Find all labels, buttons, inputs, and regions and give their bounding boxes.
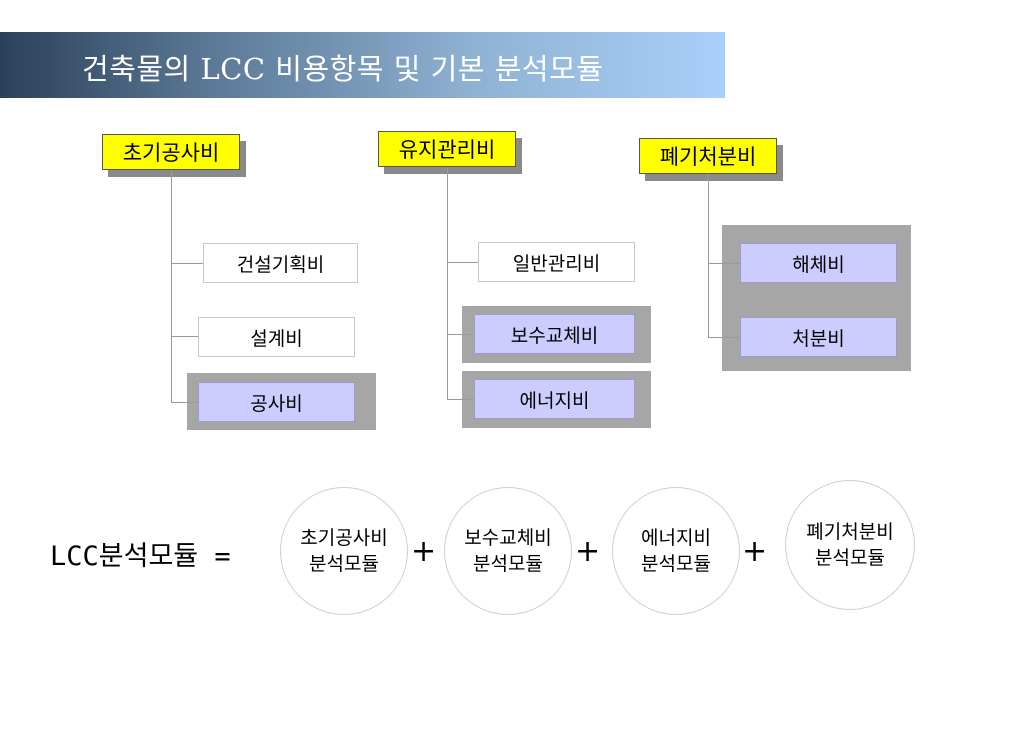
module-line2: 분석모듈	[815, 547, 885, 569]
tree-connector	[447, 334, 474, 335]
tree-connector	[447, 262, 478, 263]
item-repair-replacement-cost: 보수교체비	[474, 314, 635, 354]
equation-label: LCC분석모듈 =	[50, 541, 231, 572]
module-line2: 분석모듈	[473, 553, 543, 575]
module-line1: 폐기처분비	[806, 521, 894, 543]
module-line1: 보수교체비	[464, 527, 552, 549]
module-line2: 분석모듈	[309, 553, 379, 575]
tree-connector	[171, 402, 198, 403]
page-title: 건축물의 LCC 비용항목 및 기본 분석모듈	[82, 52, 604, 86]
tree-connector	[447, 399, 474, 400]
item-energy-cost: 에너지비	[474, 379, 635, 419]
module-circle-disposal: 폐기처분비 분석모듈	[785, 480, 915, 610]
module-circle-repair-replacement: 보수교체비 분석모듈	[444, 487, 572, 615]
plus-operator: +	[411, 534, 437, 569]
item-design-cost: 설계비	[198, 317, 355, 357]
title-banner	[0, 32, 725, 98]
tree-connector	[708, 337, 740, 338]
plus-operator: +	[575, 534, 601, 569]
module-circle-energy: 에너지비 분석모듈	[612, 487, 740, 615]
module-line1: 에너지비	[641, 527, 711, 549]
tree-connector	[171, 170, 172, 402]
item-demolition-cost: 해체비	[740, 243, 897, 283]
item-general-management-cost: 일반관리비	[478, 242, 635, 282]
plus-operator: +	[742, 534, 768, 569]
category-disposal: 폐기처분비	[639, 138, 777, 174]
module-line1: 초기공사비	[300, 527, 388, 549]
module-line2: 분석모듈	[641, 553, 711, 575]
item-planning-cost: 건설기획비	[203, 243, 358, 283]
item-disposal-cost: 처분비	[740, 317, 897, 357]
category-maintenance: 유지관리비	[378, 131, 516, 167]
tree-connector	[708, 174, 709, 337]
category-initial-construction: 초기공사비	[102, 134, 240, 170]
tree-connector	[447, 167, 448, 399]
tree-connector	[171, 336, 198, 337]
item-construction-cost: 공사비	[198, 382, 355, 422]
tree-connector	[708, 263, 740, 264]
tree-connector	[171, 263, 203, 264]
module-circle-initial-construction: 초기공사비 분석모듈	[280, 487, 408, 615]
